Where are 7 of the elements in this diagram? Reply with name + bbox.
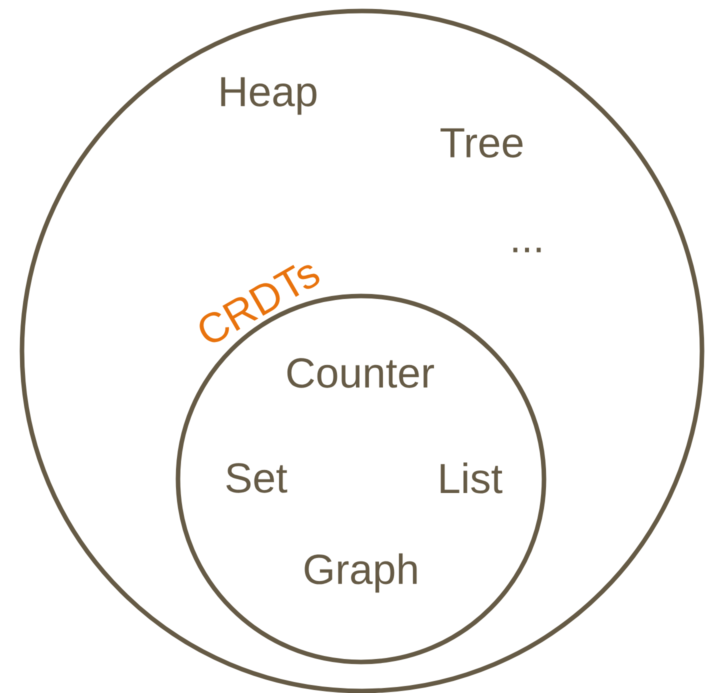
item-label: Set: [226, 463, 288, 493]
item-label: Counter: [287, 358, 434, 388]
item-label: Heap: [221, 77, 316, 115]
item-label: List: [440, 462, 502, 494]
item-label: Graph: [304, 553, 417, 593]
item-label: Tree: [440, 128, 523, 158]
item-label: ...: [513, 248, 541, 252]
